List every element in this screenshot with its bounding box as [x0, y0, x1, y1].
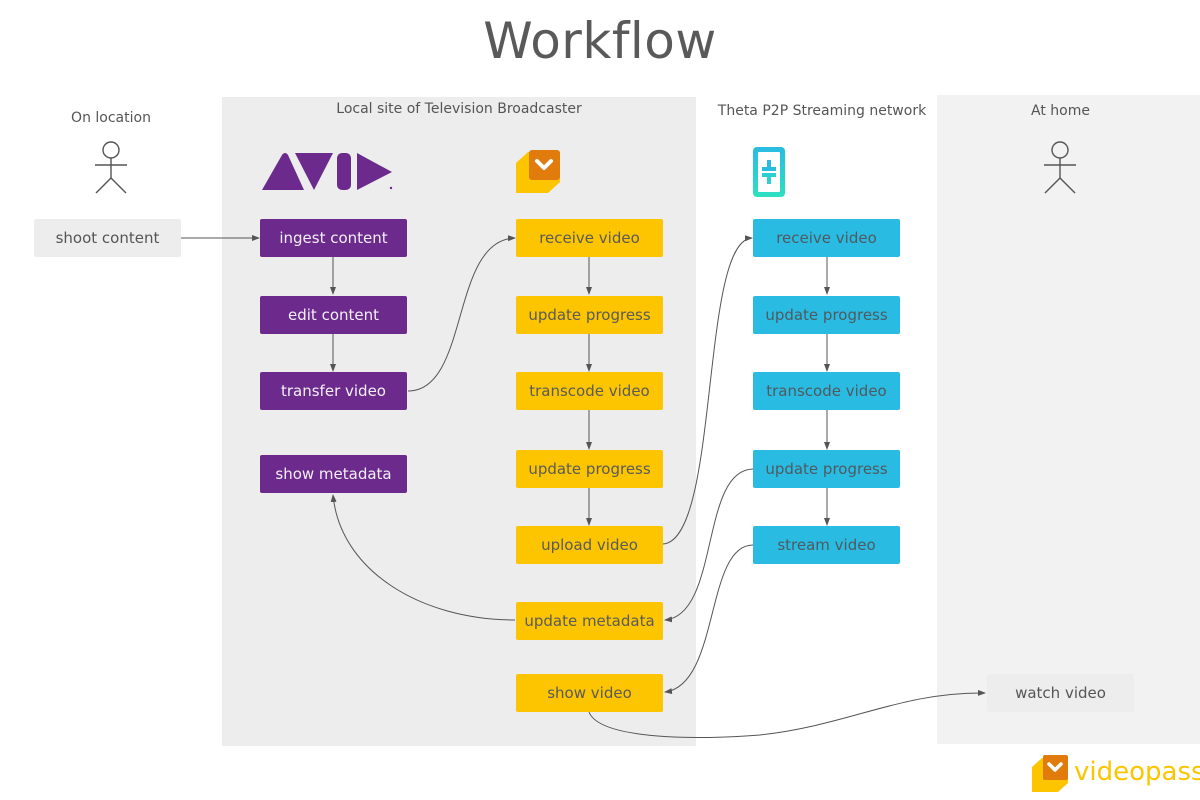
edge-stream-to-show-video [664, 544, 754, 695]
edge-upload-to-theta-receive [662, 235, 753, 545]
videopass-logo-icon [516, 150, 560, 193]
node-vp-update-progress[interactable]: update progress [516, 296, 663, 334]
node-watch-video[interactable]: watch video [987, 674, 1134, 712]
actor-at-home-icon [1044, 141, 1076, 194]
edge-update-metadata-to-show-metadata [330, 494, 516, 621]
edge-show-video-to-watch [588, 689, 986, 739]
edge-transfer-to-vp-receive [407, 235, 516, 392]
lane-label-location: On location [71, 110, 151, 126]
node-vp-show-video[interactable]: show video [516, 674, 663, 712]
node-vp-upload-video[interactable]: upload video [516, 526, 663, 564]
node-th-update-progress[interactable]: update progress [753, 296, 900, 334]
lane-home [937, 95, 1200, 744]
lane-label-theta: Theta P2P Streaming network [717, 103, 927, 119]
page-title: Workflow [483, 12, 717, 70]
node-show-metadata[interactable]: show metadata [260, 455, 407, 493]
node-vp-receive-video[interactable]: receive video [516, 219, 663, 257]
videopass-footer-logo-icon [1032, 755, 1068, 792]
node-vp-transcode-video[interactable]: transcode video [516, 372, 663, 410]
node-ingest-content[interactable]: ingest content [260, 219, 407, 257]
lane-label-home: At home [1031, 103, 1090, 119]
node-th-transcode-video[interactable]: transcode video [753, 372, 900, 410]
theta-logo-icon [753, 147, 785, 197]
edge-th-progress2-to-update-metadata [664, 468, 754, 623]
node-transfer-video[interactable]: transfer video [260, 372, 407, 410]
node-th-update-progress-2[interactable]: update progress [753, 450, 900, 488]
actor-on-location-icon [95, 141, 127, 194]
node-vp-update-progress-2[interactable]: update progress [516, 450, 663, 488]
node-th-stream-video[interactable]: stream video [753, 526, 900, 564]
node-shoot-content[interactable]: shoot content [34, 219, 181, 257]
lane-label-broadcaster: Local site of Television Broadcaster [336, 101, 582, 117]
avid-logo-icon [262, 153, 393, 190]
node-vp-update-metadata[interactable]: update metadata [516, 602, 663, 640]
footer-brand-name: videopass [1074, 757, 1200, 787]
node-th-receive-video[interactable]: receive video [753, 219, 900, 257]
node-edit-content[interactable]: edit content [260, 296, 407, 334]
